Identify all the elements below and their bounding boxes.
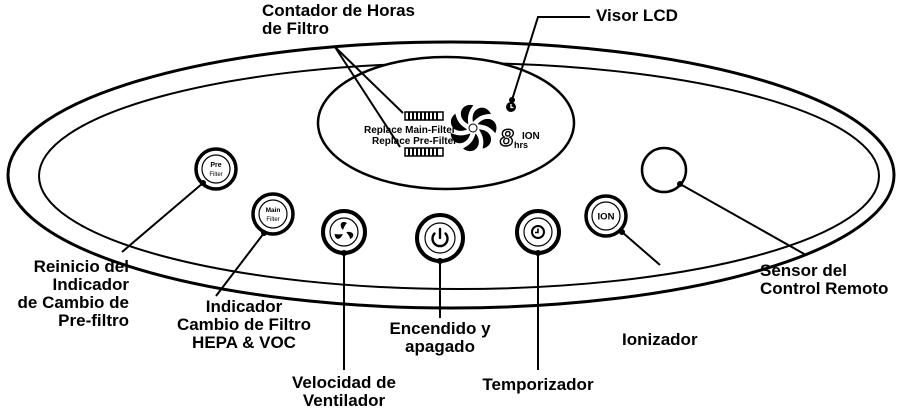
leader-dots — [200, 97, 683, 264]
callout-hour-counter: Contador de Horas de Filtro — [262, 1, 416, 38]
lcd-main-filter-bar — [404, 111, 444, 121]
lcd-timer-icon — [506, 102, 516, 112]
callout-pre-filter-reset: Reinicio del Indicador de Cambio de Pre-… — [17, 257, 129, 330]
callout-lcd-display: Visor LCD — [596, 6, 678, 25]
ionizer-button[interactable]: ION — [584, 194, 628, 238]
main-filter-button-label-1: Main — [266, 207, 281, 214]
callout-fan-speed: Velocidad de Ventilador — [292, 373, 396, 410]
callout-hepa-voc: Indicador Cambio de Filtro HEPA & VOC — [176, 297, 312, 352]
lcd-fan-icon — [450, 104, 497, 152]
pre-filter-button-label-2: Filter — [209, 172, 222, 178]
callout-timer: Temporizador — [482, 375, 594, 394]
leader-lcd — [511, 16, 590, 101]
main-filter-button-label-2: Filter — [266, 217, 279, 223]
callout-ionizer: Ionizador — [622, 330, 698, 349]
lcd-pre-filter-bar — [404, 147, 444, 157]
leader-lines — [121, 16, 807, 370]
timer-button[interactable] — [515, 209, 561, 255]
lcd-hours-unit: hrs — [514, 140, 528, 150]
ionizer-button-label: ION — [598, 212, 615, 223]
leader-hour-counter-main — [334, 46, 404, 114]
leader-hour-counter-pre — [334, 46, 401, 148]
lcd-window — [316, 55, 576, 191]
fan-icon — [334, 221, 354, 240]
power-icon — [431, 227, 449, 248]
remote-sensor — [640, 146, 688, 194]
main-filter-button[interactable]: Main Filter — [251, 192, 295, 236]
lcd-ion-text: ION — [522, 131, 540, 142]
lcd-replace-pre-text: Replace Pre-Filter — [372, 136, 457, 147]
callout-power: Encendido y apagado — [389, 319, 491, 356]
pre-filter-button-label-1: Pre — [210, 162, 221, 169]
lcd-digit: 8 — [500, 125, 514, 152]
leader-ionizer — [621, 231, 661, 266]
callout-remote-sensor: Sensor del Control Remoto — [760, 261, 889, 298]
timer-icon — [531, 225, 545, 239]
fan-speed-button[interactable] — [321, 209, 367, 255]
leader-remote-sensor — [679, 183, 807, 256]
power-button[interactable] — [415, 213, 465, 263]
leader-main-filter — [215, 232, 265, 297]
leader-pre-filter — [121, 182, 204, 253]
pre-filter-button[interactable]: Pre Filter — [194, 147, 238, 191]
lcd-replace-main-text: Replace Main-Filter — [364, 125, 456, 136]
